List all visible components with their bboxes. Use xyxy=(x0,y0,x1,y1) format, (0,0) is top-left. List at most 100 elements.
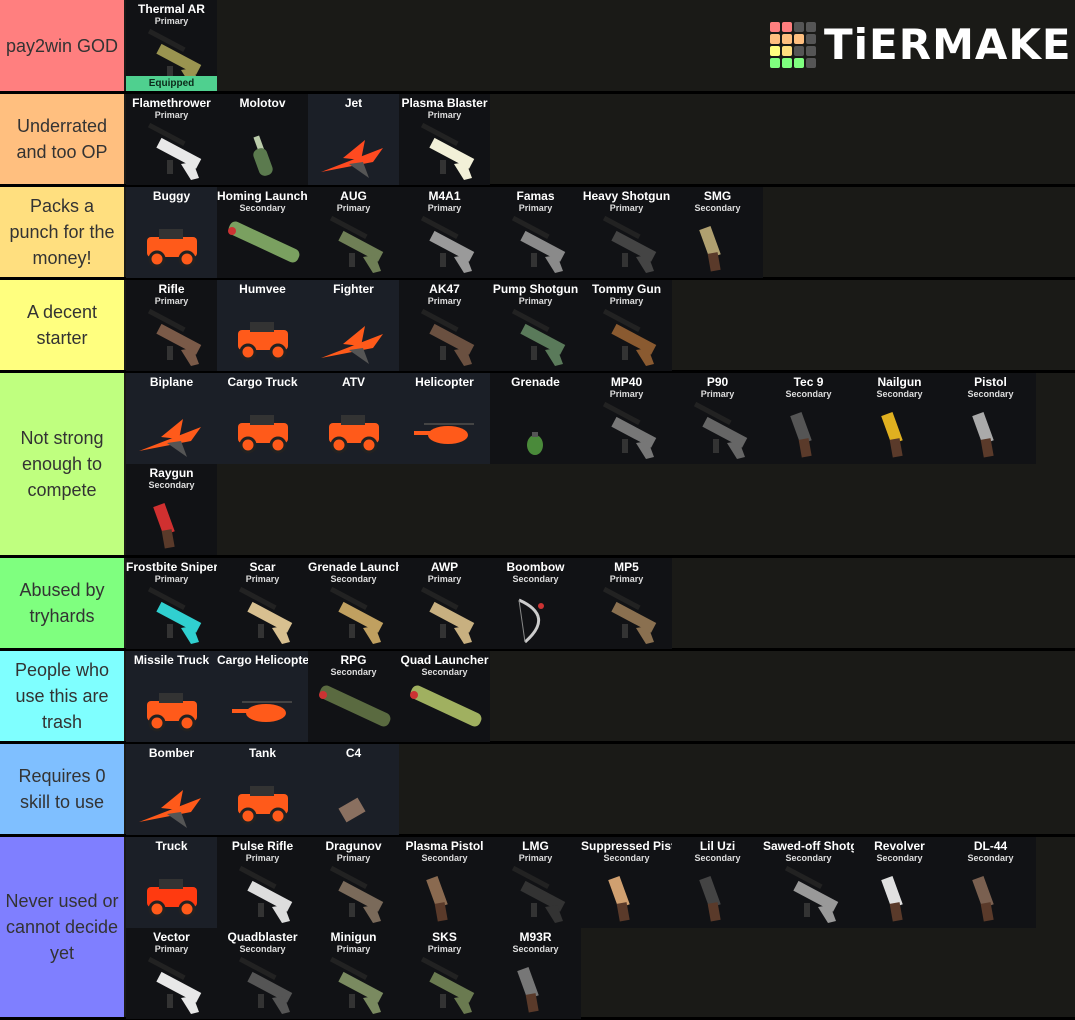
tier-item[interactable]: Cargo Helicopter xyxy=(217,651,308,742)
tier-item[interactable]: Buggy xyxy=(126,187,217,278)
pistol-icon xyxy=(608,876,630,922)
item-type: Primary xyxy=(427,203,462,213)
item-type: Primary xyxy=(245,853,280,863)
tier-label[interactable]: Not strong enough to compete xyxy=(0,373,124,555)
tier-item[interactable]: Revolver Secondary xyxy=(854,837,945,928)
tier-item[interactable]: SKS Primary xyxy=(399,928,490,1019)
item-type: Secondary xyxy=(967,853,1014,863)
tier-item[interactable]: Suppressed Pistol Secondary xyxy=(581,837,672,928)
tier-item[interactable]: Pulse Rifle Primary xyxy=(217,837,308,928)
tier-item[interactable]: Pump Shotgun Primary xyxy=(490,280,581,371)
tier-item[interactable]: AWP Primary xyxy=(399,558,490,649)
gun-icon xyxy=(420,215,475,273)
tier-item[interactable]: ATV xyxy=(308,373,399,464)
tier-item[interactable]: Pistol Secondary xyxy=(945,373,1036,464)
tier-label[interactable]: pay2win GOD xyxy=(0,0,124,91)
item-name: Revolver xyxy=(874,839,925,853)
tier-item[interactable]: Grenade xyxy=(490,373,581,464)
tier-item[interactable]: Tank xyxy=(217,744,308,835)
tier-item[interactable]: M93R Secondary xyxy=(490,928,581,1019)
car-icon xyxy=(238,415,288,454)
item-name: Heavy Shotgun xyxy=(582,189,671,203)
tier-item[interactable]: Truck xyxy=(126,837,217,928)
tier-item[interactable]: Flamethrower Primary xyxy=(126,94,217,185)
tier-item[interactable]: Cargo Truck xyxy=(217,373,308,464)
tier-item[interactable]: Quad Launcher Secondary xyxy=(399,651,490,742)
tier-item[interactable]: Thermal AR Primary Equipped xyxy=(126,0,217,91)
tier-item[interactable]: Plasma Pistol Secondary xyxy=(399,837,490,928)
tier-item[interactable]: Minigun Primary xyxy=(308,928,399,1019)
logo-square xyxy=(794,21,804,32)
tier-items: Flamethrower Primary Molotov Jet Plasma … xyxy=(124,94,1075,185)
tier-item[interactable]: Heavy Shotgun Primary xyxy=(581,187,672,278)
tier-item[interactable]: Quadblaster Secondary xyxy=(217,928,308,1019)
tube-icon xyxy=(410,685,482,727)
gun-icon xyxy=(238,956,293,1014)
item-type: Primary xyxy=(609,574,644,584)
tier-item[interactable]: Nailgun Secondary xyxy=(854,373,945,464)
logo-grid-icon xyxy=(770,21,816,68)
tier-label[interactable]: Abused by tryhards xyxy=(0,558,124,648)
gun-icon xyxy=(329,956,384,1014)
item-name: Flamethrower xyxy=(132,96,211,110)
tier-item[interactable]: Lil Uzi Secondary xyxy=(672,837,763,928)
tier-item[interactable]: Vector Primary xyxy=(126,928,217,1019)
tier-row: Underrated and too OP Flamethrower Prima… xyxy=(0,94,1075,187)
tier-label[interactable]: Packs a punch for the money! xyxy=(0,187,124,277)
tier-item[interactable]: Bomber xyxy=(126,744,217,835)
tier-item[interactable]: LMG Primary xyxy=(490,837,581,928)
tier-item[interactable]: Famas Primary xyxy=(490,187,581,278)
tier-item[interactable]: RPG Secondary xyxy=(308,651,399,742)
gun-icon xyxy=(602,586,657,644)
tier-label[interactable]: Underrated and too OP xyxy=(0,94,124,184)
item-name: Lil Uzi xyxy=(699,839,736,853)
tier-item[interactable]: Biplane xyxy=(126,373,217,464)
tier-item[interactable]: Boombow Secondary xyxy=(490,558,581,649)
tier-item[interactable]: C4 xyxy=(308,744,399,835)
tier-item[interactable]: Jet xyxy=(308,94,399,185)
item-type: Secondary xyxy=(785,853,832,863)
tier-item[interactable]: Helicopter xyxy=(399,373,490,464)
tier-item[interactable]: DL-44 Secondary xyxy=(945,837,1036,928)
tier-label[interactable]: Requires 0 skill to use xyxy=(0,744,124,834)
tier-item[interactable]: Frostbite Sniper Primary xyxy=(126,558,217,649)
tier-item[interactable]: Missile Truck xyxy=(126,651,217,742)
tier-item[interactable]: Tommy Gun Primary xyxy=(581,280,672,371)
tier-items: Frostbite Sniper Primary Scar Primary Gr… xyxy=(124,558,1075,649)
tier-item[interactable]: MP5 Primary xyxy=(581,558,672,649)
tier-item[interactable]: AK47 Primary xyxy=(399,280,490,371)
tier-label[interactable]: A decent starter xyxy=(0,280,124,370)
tier-item[interactable]: SMG Secondary xyxy=(672,187,763,278)
logo-square xyxy=(806,33,816,44)
logo-square xyxy=(794,33,804,44)
tier-item[interactable]: AUG Primary xyxy=(308,187,399,278)
tier-item[interactable]: P90 Primary xyxy=(672,373,763,464)
tier-item[interactable]: Sawed-off Shotgun Secondary xyxy=(763,837,854,928)
tier-item[interactable]: Grenade Launcher Secondary xyxy=(308,558,399,649)
tier-item[interactable]: Homing Launcher Secondary xyxy=(217,187,308,278)
pistol-icon xyxy=(790,412,812,458)
tier-label[interactable]: Never used or cannot decide yet xyxy=(0,837,124,1017)
gun-icon xyxy=(329,586,384,644)
tier-item[interactable]: MP40 Primary xyxy=(581,373,672,464)
tier-item[interactable]: Scar Primary xyxy=(217,558,308,649)
tier-item[interactable]: Tec 9 Secondary xyxy=(763,373,854,464)
tier-label[interactable]: People who use this are trash xyxy=(0,651,124,741)
equipped-badge: Equipped xyxy=(126,76,217,91)
tier-item[interactable]: Fighter xyxy=(308,280,399,371)
tier-item[interactable]: Dragunov Primary xyxy=(308,837,399,928)
item-type: Secondary xyxy=(876,853,923,863)
item-type: Secondary xyxy=(421,853,468,863)
heli-icon xyxy=(232,701,292,722)
tier-item[interactable]: Raygun Secondary xyxy=(126,464,217,555)
tier-item[interactable]: Plasma Blaster Primary xyxy=(399,94,490,185)
car-icon xyxy=(238,786,288,825)
item-name: Missile Truck xyxy=(133,653,210,667)
logo-square xyxy=(806,57,816,68)
item-type: Primary xyxy=(154,296,189,306)
tier-item[interactable]: M4A1 Primary xyxy=(399,187,490,278)
tier-item[interactable]: Rifle Primary xyxy=(126,280,217,371)
tier-item[interactable]: Humvee xyxy=(217,280,308,371)
tier-item[interactable]: Molotov xyxy=(217,94,308,185)
